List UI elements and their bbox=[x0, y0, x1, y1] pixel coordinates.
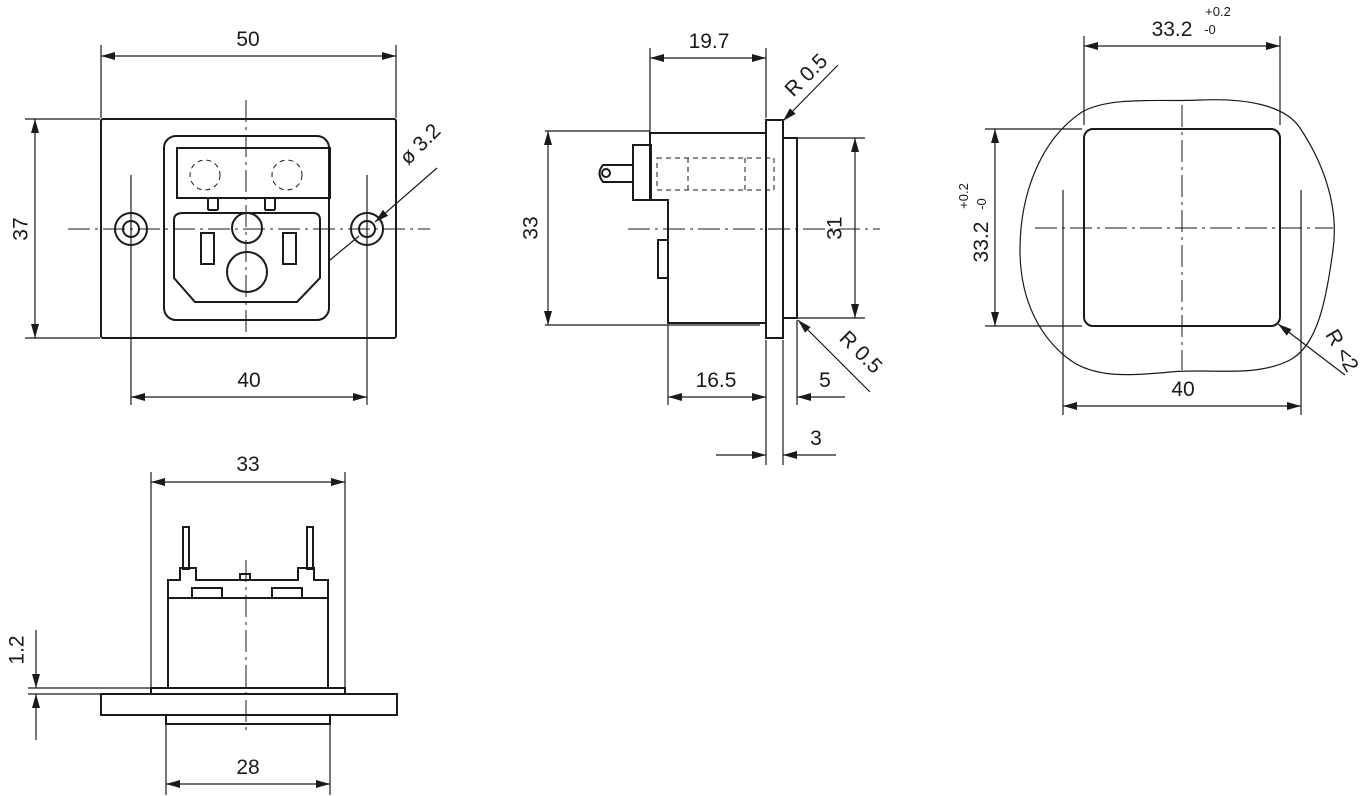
mounting-hole-inner bbox=[122, 220, 140, 238]
leader-radius-top bbox=[782, 64, 839, 122]
latch bbox=[657, 239, 669, 279]
dim-height-overall: 37 bbox=[10, 217, 33, 240]
housing-body bbox=[649, 132, 767, 324]
terminal-contact bbox=[271, 587, 303, 599]
dim-width-overall: 50 bbox=[236, 28, 259, 51]
dim-body-depth: 16.5 bbox=[696, 369, 737, 392]
solder-pin-right bbox=[306, 526, 314, 570]
cutout-view: 33.2 +0.2 -0 33.2 +0.2 -0 R <2 40 bbox=[956, 4, 1363, 415]
dim-flange-thickness: 1.2 bbox=[6, 635, 29, 664]
fuse-drawer bbox=[176, 147, 331, 199]
solder-pin-left bbox=[182, 526, 190, 570]
dim-cutout-width-tol-plus: +0.2 bbox=[1205, 4, 1231, 19]
dim-radius-top: R 0.5 bbox=[781, 50, 833, 102]
dim-cutout-width-value: 33.2 bbox=[1152, 18, 1193, 41]
terminal-contact bbox=[191, 587, 223, 599]
inlet-outline bbox=[173, 212, 321, 303]
front-collar bbox=[782, 137, 798, 319]
dim-hole-diameter: ø 3.2 bbox=[395, 119, 445, 169]
housing-body bbox=[167, 597, 329, 689]
leader-radius-bottom bbox=[797, 319, 871, 393]
dim-cutout-width-tol-minus: -0 bbox=[1204, 22, 1216, 37]
terminal-row bbox=[167, 567, 329, 599]
dim-corner-radius: R <2 bbox=[1320, 326, 1362, 376]
base bbox=[165, 714, 331, 725]
dim-cutout-height-value: 33.2 bbox=[970, 222, 993, 263]
pin-right bbox=[282, 232, 297, 265]
panel-outline bbox=[1019, 99, 1335, 376]
dim-cutout-height-tol-minus: -0 bbox=[974, 198, 989, 210]
terminal-hole bbox=[601, 168, 611, 178]
dim-panel-height: 31 bbox=[824, 216, 847, 239]
bottom-view: 33 1.2 28 bbox=[6, 453, 398, 795]
fuse-circle bbox=[271, 159, 303, 191]
dim-cutout-height-tol-plus: +0.2 bbox=[956, 183, 971, 209]
center-boss bbox=[226, 251, 268, 293]
terminal-tab bbox=[598, 164, 633, 183]
earth-pin bbox=[231, 212, 263, 244]
dim-radius-bottom: R 0.5 bbox=[835, 327, 887, 379]
leader-line bbox=[329, 235, 360, 261]
front-view: 50 37 40 ø 3.2 bbox=[10, 28, 445, 405]
terminal-block bbox=[632, 144, 652, 201]
mounting-plate bbox=[100, 693, 398, 716]
leader-line-diameter bbox=[374, 167, 438, 223]
dim-hole-spacing: 40 bbox=[237, 369, 260, 392]
dim-panel-thickness: 3 bbox=[810, 427, 822, 450]
pin-left bbox=[200, 232, 215, 265]
dim-flange-depth: 5 bbox=[819, 369, 831, 392]
dim-body-width: 33 bbox=[236, 453, 259, 476]
mounting-hole-outer bbox=[350, 212, 384, 246]
dim-height: 33 bbox=[520, 216, 543, 239]
mounting-hole-outer bbox=[114, 212, 148, 246]
terminal-nub bbox=[239, 573, 251, 581]
socket-frame bbox=[163, 135, 330, 321]
fuse-hidden bbox=[656, 157, 775, 191]
dim-cutout-hole-spacing: 40 bbox=[1171, 378, 1194, 401]
dim-depth: 19.7 bbox=[689, 30, 730, 53]
mounting-hole-inner bbox=[358, 220, 376, 238]
fuse-circle bbox=[189, 159, 221, 191]
leader-corner-radius bbox=[1277, 323, 1346, 376]
side-view: 19.7 R 0.5 33 31 R 0.5 16.5 5 3 bbox=[520, 30, 887, 465]
dim-base-width: 28 bbox=[236, 756, 259, 779]
